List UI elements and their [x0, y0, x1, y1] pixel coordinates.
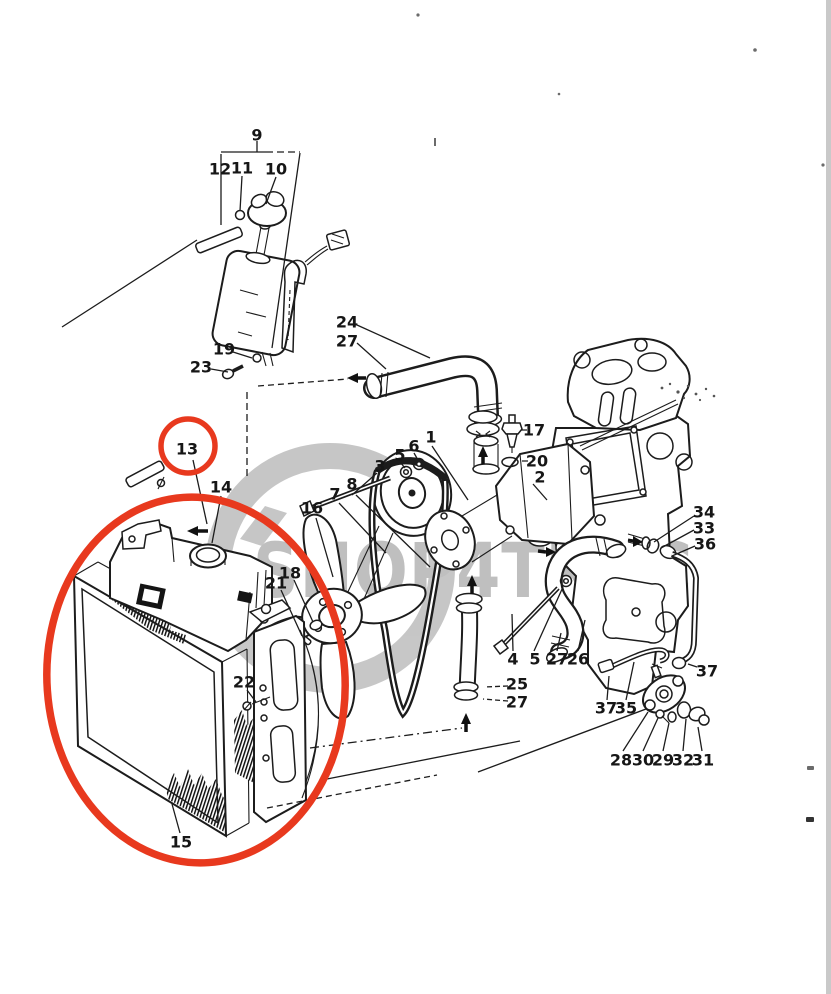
- part-label-18: 18: [279, 564, 301, 583]
- water-pump-group: [424, 410, 596, 571]
- radiator-fins-bottom: [166, 769, 226, 833]
- part-label-31: 31: [692, 751, 714, 770]
- bolt-4-group: [492, 574, 573, 656]
- screw-22: [242, 696, 271, 711]
- part-label-4: 4: [507, 650, 518, 669]
- arrow-left-filler: [187, 526, 208, 536]
- part-label-37: 37: [595, 699, 617, 718]
- part-label-1: 1: [425, 428, 436, 447]
- bolt-23: [221, 364, 244, 380]
- scan-artifacts: [416, 0, 831, 994]
- part-label-16: 16: [301, 499, 323, 518]
- red-annotations: [43, 416, 349, 867]
- part-label-5: 5: [529, 650, 540, 669]
- wire-connector: [304, 229, 351, 266]
- thermostat-housing: [466, 410, 500, 475]
- part-label-20: 20: [526, 452, 548, 471]
- washer-29: [667, 711, 677, 723]
- part-label-2: 2: [534, 468, 545, 487]
- part-label-26: 26: [567, 650, 589, 669]
- reservoir-tank-group: [195, 190, 351, 380]
- radiator-filler-neck: [195, 547, 221, 563]
- pipe-nut-37-left: [597, 658, 615, 674]
- part-label-23: 23: [190, 358, 212, 377]
- plug-31: [688, 706, 710, 726]
- part-label-19: 19: [213, 340, 235, 359]
- pipe-nut-37-right: [671, 656, 687, 670]
- radiator-core: [72, 574, 228, 838]
- part-label-36: 36: [694, 535, 716, 554]
- drain-cock-group: [642, 663, 710, 726]
- part-label-8: 8: [346, 475, 357, 494]
- part-label-10: 10: [265, 160, 287, 179]
- part-label-15: 15: [170, 833, 192, 852]
- part-label-21: 21: [265, 574, 287, 593]
- radiator-upper-tank: [109, 519, 273, 653]
- part-label-22: 22: [233, 673, 255, 692]
- part-label-33: 33: [693, 519, 715, 538]
- hose-clamp-11: [234, 209, 246, 221]
- part-label-27: 27: [506, 693, 528, 712]
- lower-pipe-25: [453, 592, 483, 701]
- part-label-29: 29: [652, 751, 674, 770]
- lower-hose-26: [544, 535, 627, 663]
- radiator-side-plate: [248, 599, 320, 824]
- part-label-12: 12: [209, 160, 231, 179]
- part-label-37: 37: [696, 662, 718, 681]
- part-label-5: 5: [394, 446, 405, 465]
- reservoir-cap: [247, 190, 287, 227]
- part-label-34: 34: [693, 503, 715, 522]
- part-label-17: 17: [523, 421, 545, 440]
- upper-hose-group: [363, 355, 503, 427]
- red-highlight-circle-13: [158, 416, 218, 476]
- o-ring-33: [646, 538, 660, 554]
- reservoir-bracket: [281, 259, 307, 354]
- part-label-7: 7: [329, 485, 340, 504]
- part-label-27: 27: [546, 650, 568, 669]
- leader-lines: [61, 141, 703, 834]
- assembly-arrows: [187, 373, 643, 732]
- temp-sender-17: [501, 414, 523, 453]
- watermark-chevron-icon: [240, 506, 287, 546]
- red-highlight-ellipse-radiator: [43, 493, 349, 867]
- arrow-right-bypass: [627, 536, 643, 547]
- radiator-group: [72, 519, 320, 838]
- arrow-right-hose26: [537, 547, 556, 557]
- arrow-left-hose: [347, 373, 366, 383]
- part-label-24: 24: [336, 313, 358, 332]
- part-label-11: 11: [231, 159, 253, 178]
- overflow-hose-12: [195, 209, 246, 254]
- overflow-tube-13: [125, 460, 166, 490]
- scan-speckles: [660, 382, 716, 402]
- part-label-13: 13: [176, 440, 198, 459]
- fan-shroud-arc: [299, 629, 320, 799]
- scan-edge-line: [826, 0, 831, 994]
- part-label-14: 14: [210, 478, 232, 497]
- o-ring-20: [501, 456, 519, 468]
- part-label-28: 28: [610, 751, 632, 770]
- arrow-up-thermostat: [478, 446, 488, 464]
- part-label-27: 27: [336, 332, 358, 351]
- part-label-6: 6: [408, 437, 419, 456]
- part-label-35: 35: [615, 699, 637, 718]
- arrow-up-pump-inlet: [467, 575, 477, 594]
- part-label-30: 30: [632, 751, 654, 770]
- part-label-3: 3: [374, 457, 385, 476]
- bolt-3-group: [299, 457, 426, 518]
- part-label-32: 32: [672, 751, 694, 770]
- part-label-25: 25: [506, 675, 528, 694]
- screw-19: [252, 353, 262, 363]
- arrow-up-lower-pipe: [461, 713, 471, 732]
- part-label-9: 9: [251, 126, 262, 145]
- bypass-pipe-group: [597, 538, 700, 674]
